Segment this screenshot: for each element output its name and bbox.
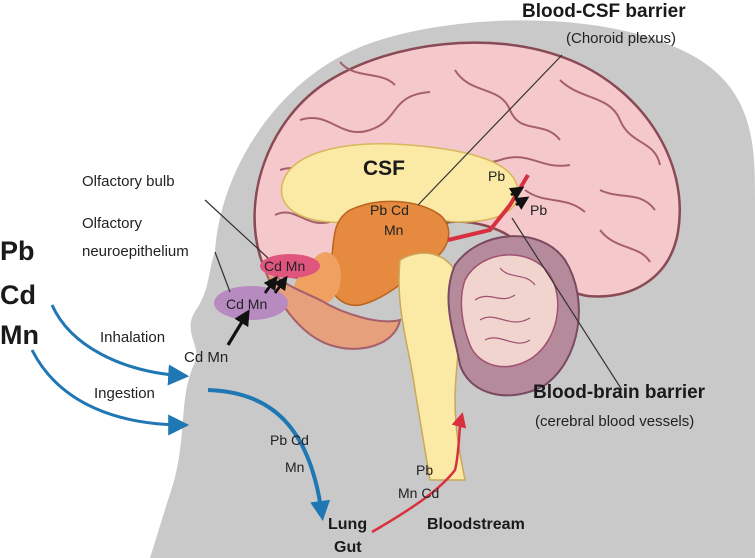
bbb-metal-bottom-label: Pb [530, 202, 548, 218]
bbb-transfer-arrow-1 [508, 186, 525, 200]
blood-csf-barrier-title: Blood-CSF barrier [522, 1, 686, 22]
epithelium-metals-label: Cd Mn [226, 296, 268, 312]
pointer-blood-csf [417, 54, 563, 206]
blood-brain-barrier-title: Blood-brain barrier [533, 382, 706, 403]
neuroepithelium-shape [214, 286, 288, 320]
inhalation-uptake-arrow [226, 309, 250, 346]
blood-brain-barrier-subtitle: (cerebral blood vessels) [535, 413, 695, 430]
lung-label: Lung [328, 516, 368, 533]
gut-metals-label-line2: Mn [285, 459, 305, 475]
bulb-metals-label: Cd Mn [264, 258, 306, 274]
gut-route-arrow [207, 388, 331, 521]
ingestion-label: Ingestion [94, 385, 155, 402]
csf-label: CSF [363, 157, 405, 180]
olfactory-bulb-shape [260, 254, 320, 278]
ingestion-route-arrow [30, 349, 190, 436]
csf-metals-label-line2: Mn [384, 222, 404, 238]
blood-csf-barrier-subtitle: (Choroid plexus) [566, 30, 677, 47]
blood-metals-label-line1: Pb [416, 462, 434, 478]
olfactory-neuroepithelium-label-line1: Olfactory [82, 215, 143, 232]
cerebellum-folia [474, 267, 536, 344]
bloodstream-vessel [371, 412, 467, 534]
metal-mn-label: Mn [0, 320, 39, 350]
metal-cd-label: Cd [0, 280, 36, 310]
csf-region [280, 143, 519, 224]
olfactory-neuroepithelium-label-line2: neuroepithelium [82, 243, 189, 260]
inhaled-metals-label: Cd Mn [184, 349, 229, 366]
bbb-metal-top-label: Pb [488, 168, 506, 184]
pointer-bbb [511, 217, 623, 391]
csf-metals-label-line1: Pb Cd [370, 202, 409, 218]
gut-label: Gut [334, 539, 362, 556]
blood-metals-label-line2: Mn Cd [398, 485, 440, 501]
gut-metals-label-line1: Pb Cd [270, 432, 309, 448]
pointer-neuroepithelium [214, 251, 231, 293]
metal-pb-label: Pb [0, 236, 35, 266]
inhalation-route-arrow [50, 304, 190, 386]
pointer-olfactory-bulb [204, 199, 269, 259]
bbb-transfer-arrow-2 [513, 196, 530, 210]
inhalation-label: Inhalation [100, 329, 166, 346]
bloodstream-label: Bloodstream [427, 516, 525, 533]
olfactory-bulb-label: Olfactory bulb [82, 173, 175, 190]
temporal-lobe [261, 261, 402, 350]
bulb-transfer-arrow-2 [273, 275, 288, 294]
